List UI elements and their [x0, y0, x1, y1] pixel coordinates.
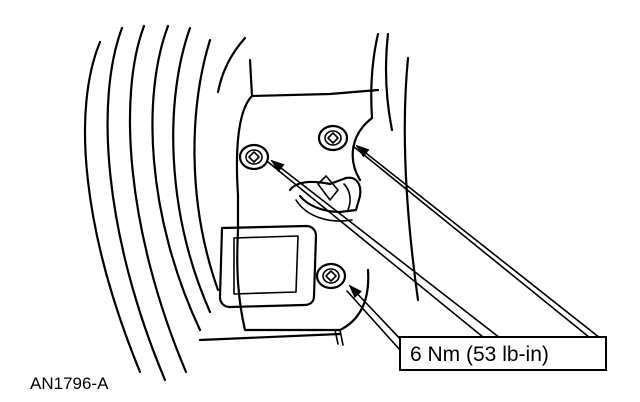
bolt-lower: [315, 262, 347, 290]
access-opening: [218, 224, 318, 309]
torque-callout: 6 Nm (53 lb-in): [399, 336, 607, 371]
bolt-upper-left: [238, 143, 270, 171]
torque-label: 6 Nm (53 lb-in): [410, 343, 549, 366]
bracket-outline: [198, 32, 420, 346]
latch-mechanism: [288, 175, 362, 222]
figure-id: AN1796-A: [30, 374, 109, 393]
bolt-upper-right: [317, 124, 349, 152]
panel-contour-lines: [83, 24, 247, 382]
leader-lines: [267, 144, 601, 351]
